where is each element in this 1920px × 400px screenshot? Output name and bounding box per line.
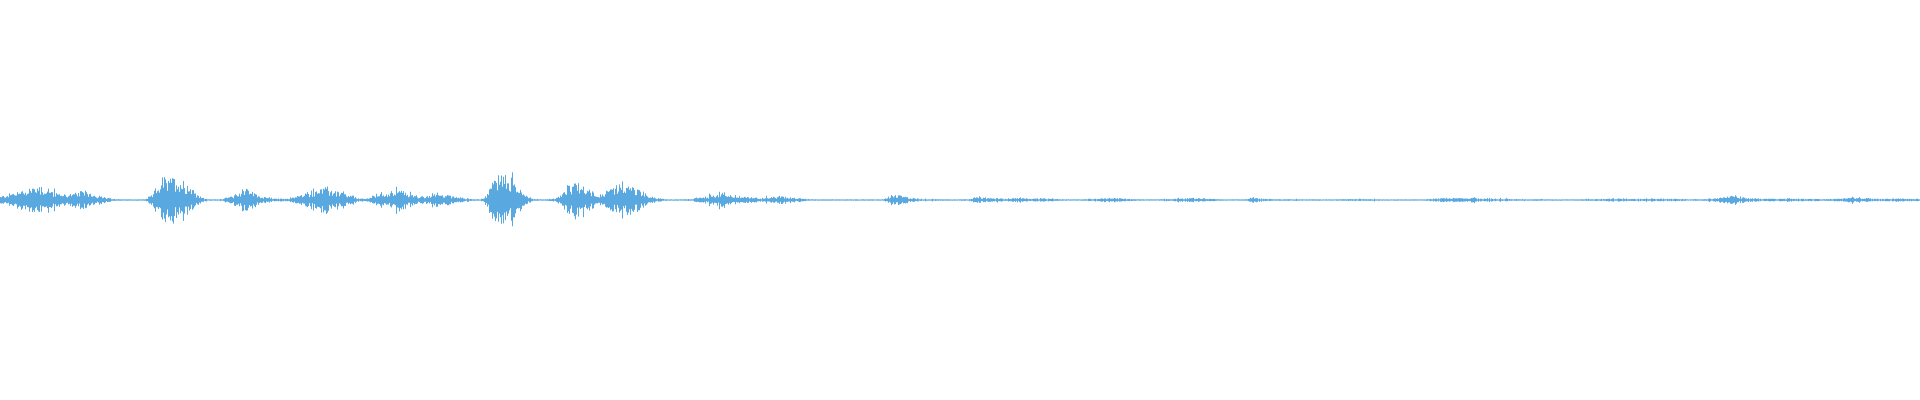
waveform-amplitude-trace	[0, 172, 1920, 227]
